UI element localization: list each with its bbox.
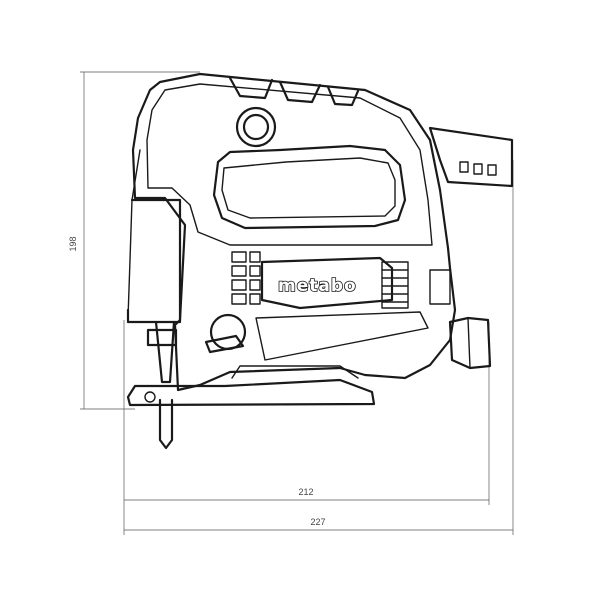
rear-grille-block <box>429 269 451 305</box>
saw-blade <box>158 398 174 450</box>
front-housing-edge <box>127 149 141 319</box>
vent-slot <box>231 251 247 263</box>
logo-badge <box>260 256 394 310</box>
dust-port-ring <box>467 317 471 369</box>
base-plate <box>126 378 376 407</box>
vent-slot <box>249 279 261 291</box>
speed-dial-knob-inner <box>242 113 270 141</box>
vent-slot <box>249 265 261 277</box>
handle-opening-inner <box>221 157 396 219</box>
cable-guard-slot <box>487 164 497 176</box>
length-overall-dimension: 227 <box>124 160 514 535</box>
grille-block <box>381 261 409 309</box>
speed-dial-knob <box>235 106 277 148</box>
blade-guide-column <box>126 198 182 324</box>
vent-slot <box>231 279 247 291</box>
base-plate-inner <box>231 365 359 379</box>
cable-guard <box>428 126 514 188</box>
height-dimension-label: 198 <box>68 236 78 251</box>
pendulum-selector <box>209 313 247 351</box>
motor-grille <box>381 261 451 309</box>
handle-opening <box>212 144 407 230</box>
vent-slot <box>231 265 247 277</box>
plunger-clamp <box>146 328 178 347</box>
length-overall-dimension-label: 227 <box>310 517 325 527</box>
pendulum-lever <box>204 334 245 354</box>
vent-slot <box>231 293 247 305</box>
height-dimension: 198 <box>68 71 200 410</box>
lower-trim <box>255 311 429 361</box>
brand-logo: metabo <box>278 276 357 296</box>
cable-guard-slot <box>459 161 469 173</box>
side-vents <box>231 251 261 305</box>
housing-inner-contour <box>146 83 433 246</box>
vent-slot <box>249 251 261 263</box>
plunger-rod <box>154 320 176 384</box>
jigsaw-outline: metabo <box>126 72 514 450</box>
vent-slot <box>249 293 261 305</box>
length-body-dimension-label: 212 <box>298 487 313 497</box>
cable-guard-slot <box>473 163 483 175</box>
base-front-roller <box>144 391 156 403</box>
housing-outer <box>131 72 457 392</box>
